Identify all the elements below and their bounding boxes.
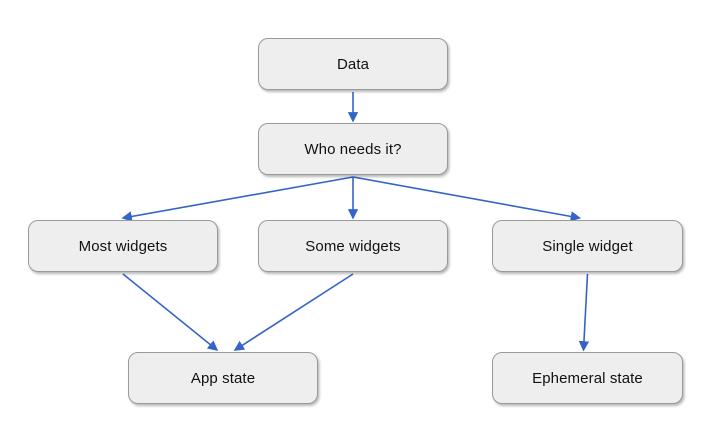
edge-most-to-app [122,273,219,351]
node-who-needs-it: Who needs it? [258,123,448,175]
node-app-state: App state [128,352,318,404]
node-data: Data [258,38,448,90]
edge-who-to-single [352,176,582,222]
edge-who-to-most [121,176,354,222]
node-ephemeral-state: Ephemeral state [492,352,683,404]
node-single-widget: Single widget [492,220,683,272]
edge-single-to-ephemeral [578,273,590,352]
node-most-widgets: Most widgets [28,220,218,272]
node-some-widgets: Some widgets [258,220,448,272]
edge-some-to-app [233,273,354,351]
